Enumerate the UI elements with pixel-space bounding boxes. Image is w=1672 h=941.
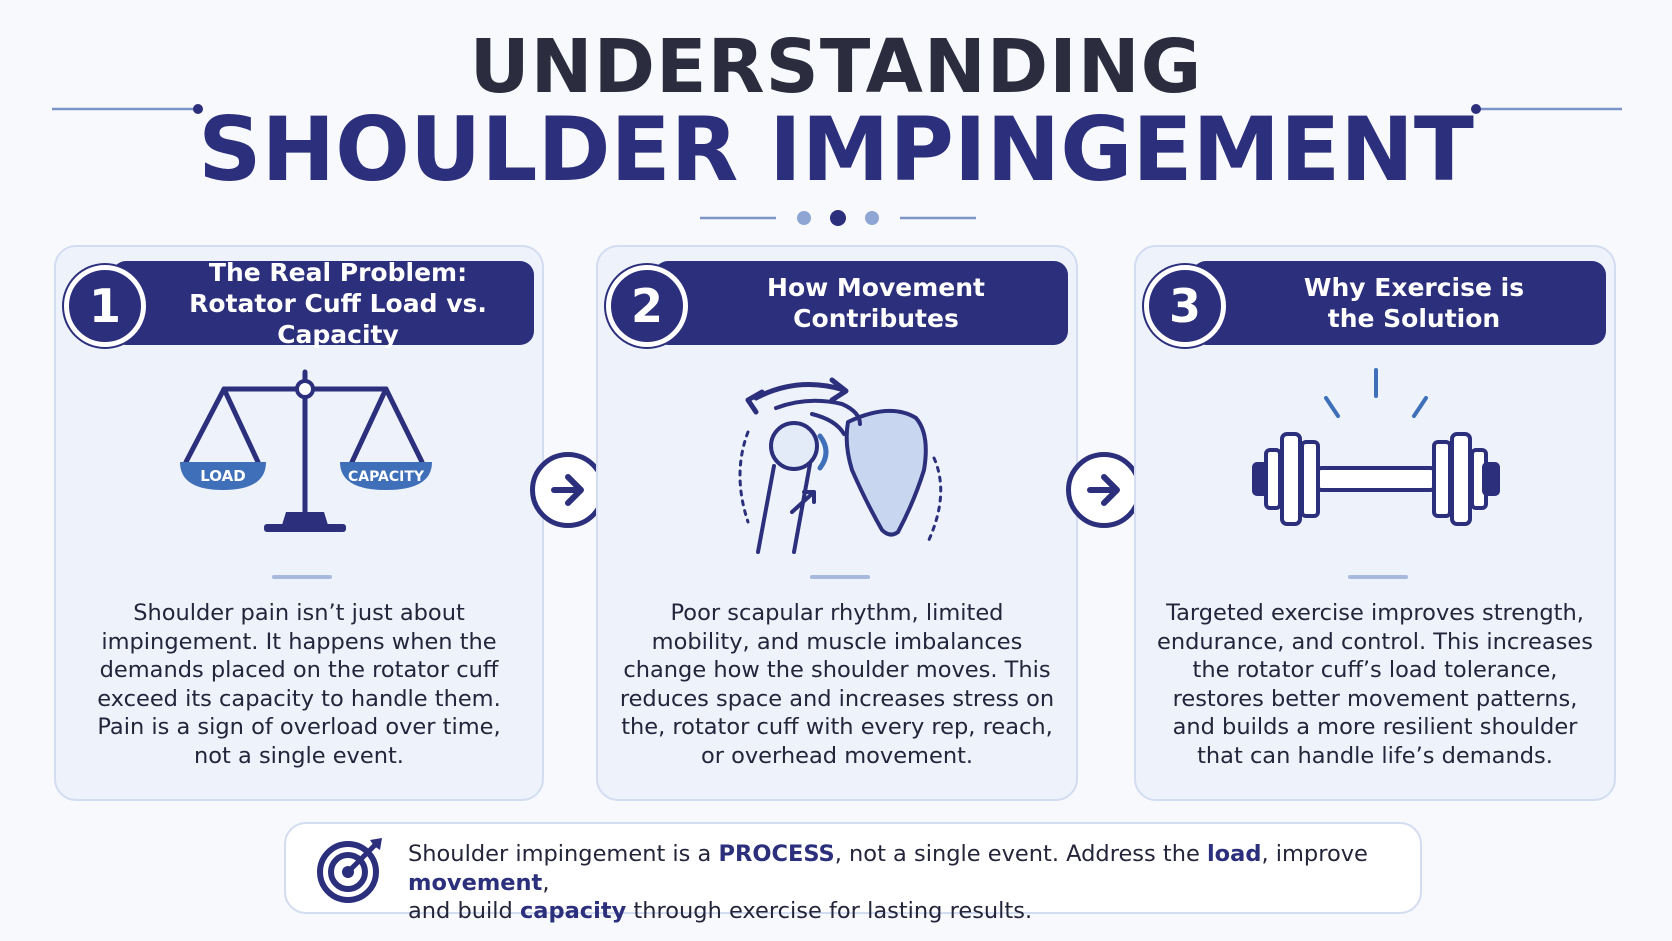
summary-part-6: through exercise for lasting results. [626,898,1033,924]
title-shoulder-impingement: SHOULDER IMPINGEMENT [198,98,1474,201]
card-2-number: 2 [606,265,688,347]
card-3-number: 3 [1144,265,1226,347]
card-2-body: Poor scapular rhythm, limited mobility, … [619,600,1055,769]
header-decoration [52,104,1622,226]
balance-scale-icon: LOAD CAPACITY [180,369,432,532]
card-1-title-line1: The Real Problem: [208,257,468,287]
card-real-problem: The Real Problem: Rotator Cuff Load vs. … [54,245,544,801]
card-2-title-line2: Contributes [793,304,959,333]
summary-part-4: , [542,869,550,896]
card-3-title-line1: Why Exercise is [1303,273,1525,302]
next-arrow-1 [530,452,606,528]
card-3-title: Why Exercise is the Solution [1192,261,1606,345]
summary-bold-movement: movement [408,869,543,896]
shoulder-joint-icon [738,377,943,554]
card-2-title: How Movement Contributes [654,261,1068,345]
summary-bold-load: load [1206,841,1262,867]
target-icon [317,838,382,903]
arrow-right-icon [551,474,584,506]
card-3-divider [1348,575,1408,579]
title-understanding: UNDERSTANDING [469,24,1203,110]
card-1-number: 1 [64,265,146,347]
next-arrow-2 [1066,452,1142,528]
summary-bold-process: PROCESS [718,841,835,867]
scale-load-label: LOAD [200,467,245,485]
summary-part-1: Shoulder impingement is a [408,841,719,867]
card-1-body: Shoulder pain isn’t just about impingeme… [97,600,501,769]
scale-capacity-label: CAPACITY [348,469,425,485]
summary-text: Shoulder impingement is a PROCESS, not a… [408,840,1400,926]
card-3-body: Targeted exercise improves strength, end… [1157,600,1593,769]
summary-part-5: and build [408,898,520,924]
card-1-divider [272,575,332,579]
card-why-exercise: Why Exercise is the Solution 3 Targeted … [1134,245,1616,801]
card-2-divider [810,575,870,579]
summary-box: Shoulder impingement is a PROCESS, not a… [284,822,1422,924]
summary-part-3: , improve [1261,841,1368,867]
card-3-title-line2: the Solution [1327,304,1501,333]
summary-bold-capacity: capacity [519,898,627,924]
card-1-title-line2: Rotator Cuff Load vs. Capacity [189,288,487,349]
card-how-movement: How Movement Contributes 2 Poor scapular… [596,245,1078,801]
dumbbell-icon [1252,368,1500,526]
card-2-title-line1: How Movement [767,273,985,302]
summary-part-2: , not a single event. Address the [834,841,1207,867]
card-1-title: The Real Problem: Rotator Cuff Load vs. … [112,258,534,349]
arrow-right-icon [1087,474,1120,506]
